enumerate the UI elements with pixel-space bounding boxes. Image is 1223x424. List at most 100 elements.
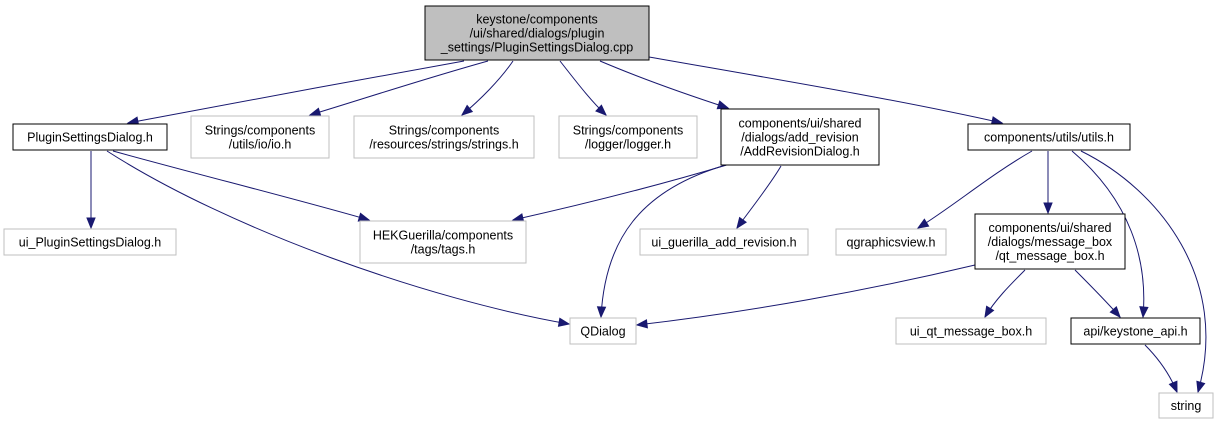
edge-line	[1080, 150, 1207, 393]
node-root[interactable]: keystone/components/ui/shared/dialogs/pl…	[424, 5, 650, 61]
node-label-line: /utils/io/io.h	[229, 138, 292, 152]
edge-qt_message_box_h-to-keystone_api_h	[1074, 269, 1121, 319]
node-label-line: /logger/logger.h	[585, 138, 671, 152]
edge-line	[309, 60, 489, 116]
edge-line	[512, 163, 731, 221]
edge-arrowhead	[984, 305, 995, 319]
node-ui-guerilla-add-revision-h: ui_guerilla_add_revision.h	[639, 228, 809, 256]
edge-line	[599, 60, 729, 109]
edge-line	[917, 150, 1033, 229]
node-label-line: /tags/tags.h	[411, 243, 476, 257]
node-ui-qt-message-box-h: ui_qt_message_box.h	[895, 317, 1047, 345]
node-label-line: Strings/components	[389, 124, 499, 138]
edge-line	[127, 60, 465, 124]
node-label-line: Strings/components	[573, 124, 683, 138]
edge-plugin_settings_h-to-ui_plugin_settings_h	[86, 151, 96, 230]
node-box	[974, 213, 1126, 270]
node-box	[353, 115, 535, 159]
edge-keystone_api_h-to-string	[1144, 344, 1178, 394]
node-label-line: /resources/strings/strings.h	[369, 138, 518, 152]
node-label-line: /dialogs/message_box	[988, 235, 1113, 249]
node-label-line: PluginSettingsDialog.h	[27, 131, 153, 145]
node-box	[1158, 392, 1214, 419]
edge-line	[106, 150, 570, 325]
edge-add_revision_dialog_h-to-qdialog	[596, 164, 727, 319]
node-label-line: qgraphicsview.h	[847, 236, 936, 250]
node-box	[835, 228, 947, 256]
edge-root-to-strings_strings	[460, 60, 514, 116]
node-plugin-settings-h[interactable]: PluginSettingsDialog.h	[12, 123, 168, 151]
node-box	[424, 5, 650, 61]
node-label-line: components/ui/shared	[739, 117, 862, 131]
node-strings-io: Strings/components/utils/io/io.h	[190, 115, 330, 159]
node-label-line: HEKGuerilla/components	[373, 229, 513, 243]
edge-arrowhead	[1109, 305, 1121, 319]
node-label-line: keystone/components	[476, 13, 598, 27]
node-label-line: QDialog	[580, 325, 625, 339]
node-utils-h[interactable]: components/utils/utils.h	[967, 123, 1131, 151]
node-label-line: /ui/shared/dialogs/plugin	[470, 27, 605, 41]
node-strings-logger: Strings/components/logger/logger.h	[558, 115, 698, 159]
edge-arrowhead	[1196, 380, 1206, 394]
node-add-revision-dialog-h[interactable]: components/ui/shared/dialogs/add_revisio…	[720, 108, 880, 166]
edges-layer	[86, 56, 1207, 394]
edge-line	[559, 60, 607, 116]
edge-qt_message_box_h-to-qdialog	[635, 264, 976, 329]
edge-arrowhead	[635, 319, 648, 329]
node-label-line: components/ui/shared	[989, 221, 1112, 235]
nodes-layer: keystone/components/ui/shared/dialogs/pl…	[3, 5, 1214, 419]
edge-add_revision_dialog_h-to-hek_tags_h	[511, 163, 731, 223]
edge-arrowhead	[716, 100, 730, 110]
edge-utils_h-to-qt_message_box_h	[1043, 151, 1053, 215]
node-box	[569, 317, 637, 345]
edge-line	[636, 264, 976, 326]
node-strings-strings: Strings/components/resources/strings/str…	[353, 115, 535, 159]
edge-arrowhead	[736, 216, 747, 230]
edge-plugin_settings_h-to-qdialog	[106, 150, 571, 327]
edge-qt_message_box_h-to-ui_qt_message_box_h	[984, 269, 1026, 319]
node-label-line: api/keystone_api.h	[1083, 325, 1187, 339]
node-box	[967, 123, 1131, 151]
edge-arrowhead	[86, 217, 96, 230]
edge-add_revision_dialog_h-to-ui_guerilla_add_revision_h	[736, 165, 782, 230]
edge-root-to-strings_logger	[559, 60, 607, 116]
node-label-line: ui_guerilla_add_revision.h	[651, 236, 796, 250]
node-label-line: _settings/PluginSettingsDialog.cpp	[440, 41, 634, 55]
edge-arrowhead	[460, 104, 474, 116]
node-label-line: /qt_message_box.h	[995, 249, 1104, 263]
node-label-line: /AddRevisionDialog.h	[740, 145, 860, 159]
node-qt-message-box-h[interactable]: components/ui/shared/dialogs/message_box…	[974, 213, 1126, 270]
node-box	[639, 228, 809, 256]
node-label-line: ui_qt_message_box.h	[910, 325, 1032, 339]
node-hek-tags-h: HEKGuerilla/components/tags/tags.h	[359, 220, 527, 264]
edge-plugin_settings_h-to-hek_tags_h	[112, 150, 371, 222]
edge-arrowhead	[1168, 380, 1178, 394]
node-box	[1070, 317, 1201, 345]
node-box	[190, 115, 330, 159]
edge-line	[1071, 150, 1145, 318]
edge-arrowhead	[308, 107, 322, 117]
node-box	[359, 220, 527, 264]
node-box	[558, 115, 698, 159]
edge-root-to-strings_io	[308, 60, 489, 117]
node-label-line: string	[1171, 399, 1202, 413]
node-label-line: Strings/components	[205, 124, 315, 138]
edge-arrowhead	[357, 212, 371, 222]
edge-line	[112, 150, 370, 221]
node-label-line: components/utils/utils.h	[984, 131, 1114, 145]
edge-utils_h-to-keystone_api_h	[1071, 150, 1149, 319]
node-box	[12, 123, 168, 151]
node-box	[895, 317, 1047, 345]
edge-root-to-add_revision_dialog_h	[599, 60, 730, 110]
node-keystone-api-h[interactable]: api/keystone_api.h	[1070, 317, 1201, 345]
node-label-line: ui_PluginSettingsDialog.h	[19, 236, 162, 250]
edge-arrowhead	[557, 317, 571, 327]
edge-line	[736, 165, 782, 229]
node-box	[720, 108, 880, 166]
edge-arrowhead	[1043, 202, 1053, 215]
node-ui-plugin-settings-h: ui_PluginSettingsDialog.h	[3, 228, 177, 256]
edge-arrowhead	[595, 104, 607, 116]
node-qdialog: QDialog	[569, 317, 637, 345]
node-box	[3, 228, 177, 256]
